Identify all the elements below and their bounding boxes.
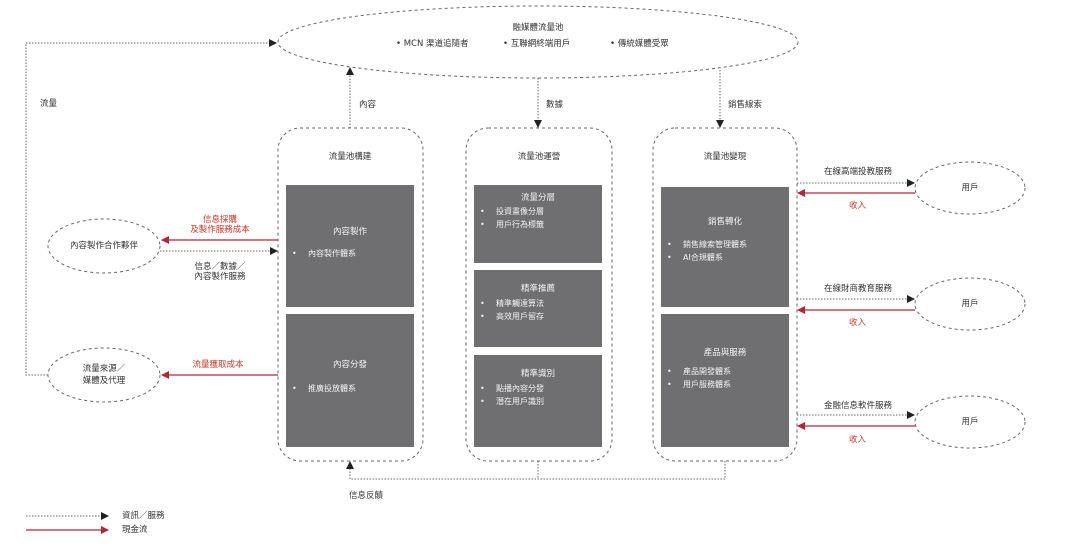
box-title: 內容分發 [332, 360, 367, 370]
feedback-label: 信息反饋 [349, 491, 384, 501]
box-item: 潛在用戶識別 [478, 395, 544, 408]
box-item: 用戶服務體系 [665, 378, 731, 391]
column-monetize-frame [652, 127, 798, 462]
pool-item-label: MCN 渠道追隨者 [403, 39, 469, 49]
legend-cash-flow: 現金流 [122, 525, 148, 535]
box-item: 高效用戶留存 [478, 310, 544, 323]
info-services-label-2: 內容製作服務 [194, 272, 246, 282]
box-item: 銷售線索管理體系 [665, 238, 747, 251]
box-title: 精準識別 [520, 369, 555, 379]
feedback-loop-line [346, 461, 726, 480]
pool-title: 融媒體流量池 [512, 23, 564, 33]
user-oval-2 [914, 277, 1026, 331]
sales-leads-label: 銷售線索 [728, 100, 763, 110]
user-oval-3 [914, 395, 1026, 449]
pool-item-label: 互聯網終端用戶 [510, 39, 571, 49]
column-operate-frame [465, 127, 613, 462]
column-operate-title: 流量池運營 [517, 152, 561, 162]
traffic-pool-oval [277, 5, 799, 79]
user-label-2: 用戶 [961, 299, 979, 309]
box-title: 產品與服務 [703, 348, 747, 358]
user-oval-1 [914, 161, 1026, 215]
user-label-1: 用戶 [961, 183, 979, 193]
revenue-label-2: 收入 [849, 318, 867, 328]
column-build-title: 流量池構建 [328, 152, 372, 162]
revenue-label-3: 收入 [849, 435, 867, 445]
box-item: 點播內容分發 [478, 382, 544, 395]
procurement-cost-label-1: 信息採購 [202, 215, 238, 225]
box-title: 銷售轉化 [707, 217, 742, 227]
traffic-label: 流量 [40, 99, 58, 109]
legend-info-service: 資訊／服務 [122, 511, 165, 521]
content-partner-label: 內容製作合作夥伴 [69, 241, 139, 251]
traffic-source-line-2: 媒體及代理 [82, 376, 126, 386]
traffic-loop-line [25, 39, 277, 376]
service-label-2: 在線財商教育服務 [824, 284, 893, 294]
column-build-frame [277, 127, 424, 462]
service-label-1: 在線高端投教服務 [824, 167, 893, 177]
pool-item: • MCN 渠道追隨者 [396, 39, 469, 49]
box-title: 精準推薦 [520, 284, 555, 294]
content-distribution-box: 內容分發 推廣投放體系 [286, 314, 414, 447]
data-label: 數據 [546, 100, 564, 110]
precise-recommendation-box: 精準推薦 精準觸達算法 高效用戶留存 [474, 270, 602, 347]
traffic-source-label: 流量來源／ 媒體及代理 [83, 363, 126, 387]
box-item: AI合規體系 [665, 251, 747, 264]
box-item: 投資畫像分層 [478, 205, 544, 218]
pool-item-label: 傳統媒體受眾 [617, 39, 669, 49]
traffic-source-oval [47, 347, 161, 403]
product-service-box: 產品與服務 產品開發體系 用戶服務體系 [661, 314, 789, 447]
precise-identification-box: 精準識別 點播內容分發 潛在用戶識別 [474, 355, 602, 447]
traffic-layering-box: 流量分層 投資畫像分層 用戶行為標籤 [474, 185, 602, 263]
revenue-label-1: 收入 [849, 201, 867, 211]
content-production-box: 內容製作 內容製作體系 [286, 185, 414, 307]
box-title: 流量分層 [520, 193, 555, 203]
info-services-label-1: 信息／數據／ [194, 262, 246, 272]
box-item: 精準觸達算法 [478, 297, 544, 310]
acquisition-cost-label: 流量獲取成本 [192, 360, 244, 370]
box-item: 用戶行為標籤 [478, 218, 544, 231]
box-item: 產品開發體系 [665, 365, 731, 378]
traffic-source-line-1: 流量來源／ [82, 364, 126, 374]
box-title: 內容製作 [332, 227, 367, 237]
user-label-3: 用戶 [961, 417, 979, 427]
content-label: 內容 [359, 100, 377, 110]
service-label-3: 金融信息軟件服務 [824, 401, 893, 411]
content-partner-oval [47, 218, 161, 274]
procurement-cost-label-2: 及製作服務成本 [190, 225, 250, 235]
pool-item: • 傳統媒體受眾 [610, 39, 669, 49]
sales-conversion-box: 銷售轉化 銷售線索管理體系 AI合規體系 [661, 187, 789, 307]
pool-item: • 互聯網終端用戶 [503, 39, 571, 49]
box-item: 內容製作體系 [290, 247, 356, 260]
box-item: 推廣投放體系 [290, 382, 356, 395]
column-monetize-title: 流量池變現 [703, 152, 747, 162]
